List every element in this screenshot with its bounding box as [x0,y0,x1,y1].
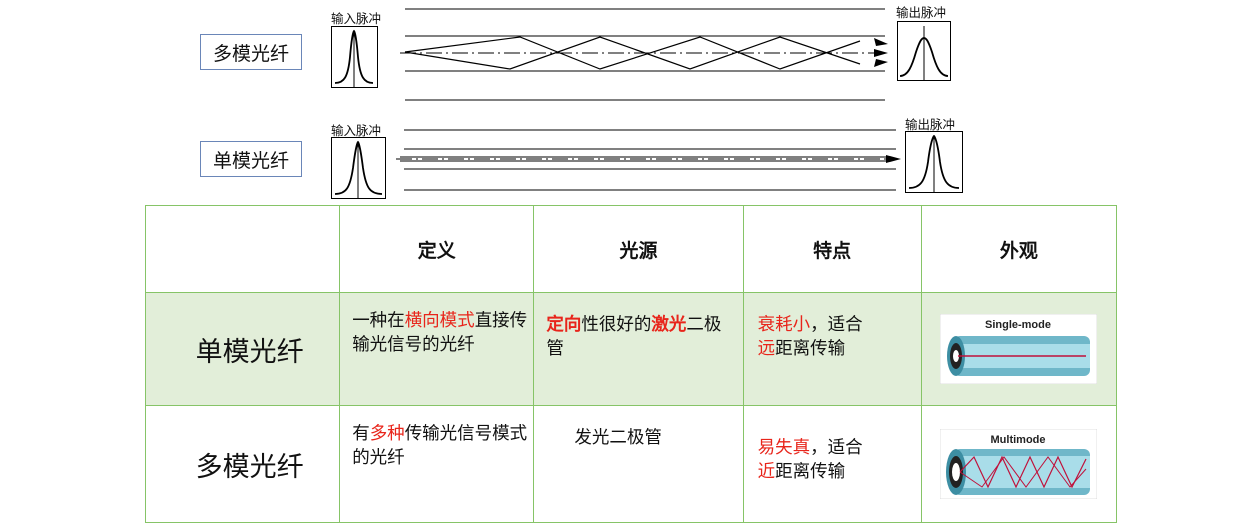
sm-input-pulse-curve [334,140,383,198]
row-name-multimode: 多模光纤 [144,405,341,523]
header-light-source: 光源 [533,205,744,293]
sm-def-a: 一种在 [352,311,405,331]
mm-output-pulse [897,21,951,81]
singlemode-appearance: Single-mode [920,292,1118,406]
multimode-feature: 易失真，适合近距离传输 [742,405,922,523]
singlemode-definition: 一种在横向模式直接传输光信号的光纤 [339,292,535,406]
mm-feat-b: ，适合 [810,438,863,458]
multimode-label: 多模光纤 [200,34,302,70]
mm-feat-c: 近 [757,462,776,482]
multimode-appearance: Multimode [920,405,1118,523]
multimode-cable-label: Multimode [991,434,1046,446]
sm-feat-c: 远 [757,339,776,359]
mm-output-pulse-curve [899,26,949,80]
sm-feat-b: ，适合 [810,315,863,335]
mm-def-b: 多种 [369,424,405,444]
header-appearance: 外观 [920,205,1118,293]
header-definition: 定义 [339,205,535,293]
multimode-cable-image: Multimode [940,429,1098,499]
multimode-source: 发光二极管 [533,405,744,523]
comparison-table: 定义 光源 特点 外观 单模光纤 一种在横向模式直接传输光信号的光纤 定向性很好… [144,205,1118,523]
sm-def-c: 直接传输光信号的光纤 [352,311,528,355]
singlemode-fiber [396,129,901,191]
singlemode-cable-image: Single-mode [940,314,1098,384]
mm-def-a: 有 [352,424,370,444]
sm-output-caption: 输出脉冲 [905,117,956,132]
sm-feat-a: 衰耗小 [757,315,811,335]
singlemode-cable-label: Single-mode [985,319,1051,331]
sm-output-pulse [905,131,963,193]
mm-input-pulse-curve [334,29,374,87]
table-row-singlemode: 单模光纤 一种在横向模式直接传输光信号的光纤 定向性很好的激光二极管 衰耗小，适… [144,292,1118,406]
table-header-row: 定义 光源 特点 外观 [144,205,1118,293]
sm-input-pulse [331,137,386,199]
mm-feat-d: 距离传输 [775,462,846,482]
header-empty [144,205,341,293]
sm-src-a: 定向 [546,315,582,335]
mm-output-caption: 输出脉冲 [896,5,947,20]
singlemode-label: 单模光纤 [200,141,302,177]
singlemode-feature: 衰耗小，适合远距离传输 [742,292,922,406]
sm-src-b: 性很好的 [581,315,652,335]
sm-output-pulse-curve [908,134,960,192]
sm-def-b: 横向模式 [404,311,475,331]
row-name-singlemode: 单模光纤 [144,292,341,406]
multimode-definition: 有多种传输光信号模式的光纤 [339,405,535,523]
sm-feat-d: 距离传输 [775,339,846,359]
multimode-fiber [400,8,888,101]
header-features: 特点 [742,205,922,293]
mm-feat-a: 易失真 [757,438,811,458]
sm-input-caption: 输入脉冲 [331,123,382,138]
sm-src-c: 激光 [651,315,687,335]
mm-input-caption: 输入脉冲 [331,11,382,26]
singlemode-source: 定向性很好的激光二极管 [533,292,744,406]
mm-src-a: 发光二极管 [574,428,662,448]
sm-src-d: 二极管 [546,315,722,359]
mm-input-pulse [331,26,378,88]
table-row-multimode: 多模光纤 有多种传输光信号模式的光纤 发光二极管 易失真，适合近距离传输 Mul… [144,405,1118,523]
mm-def-c: 传输光信号模式的光纤 [352,424,528,468]
